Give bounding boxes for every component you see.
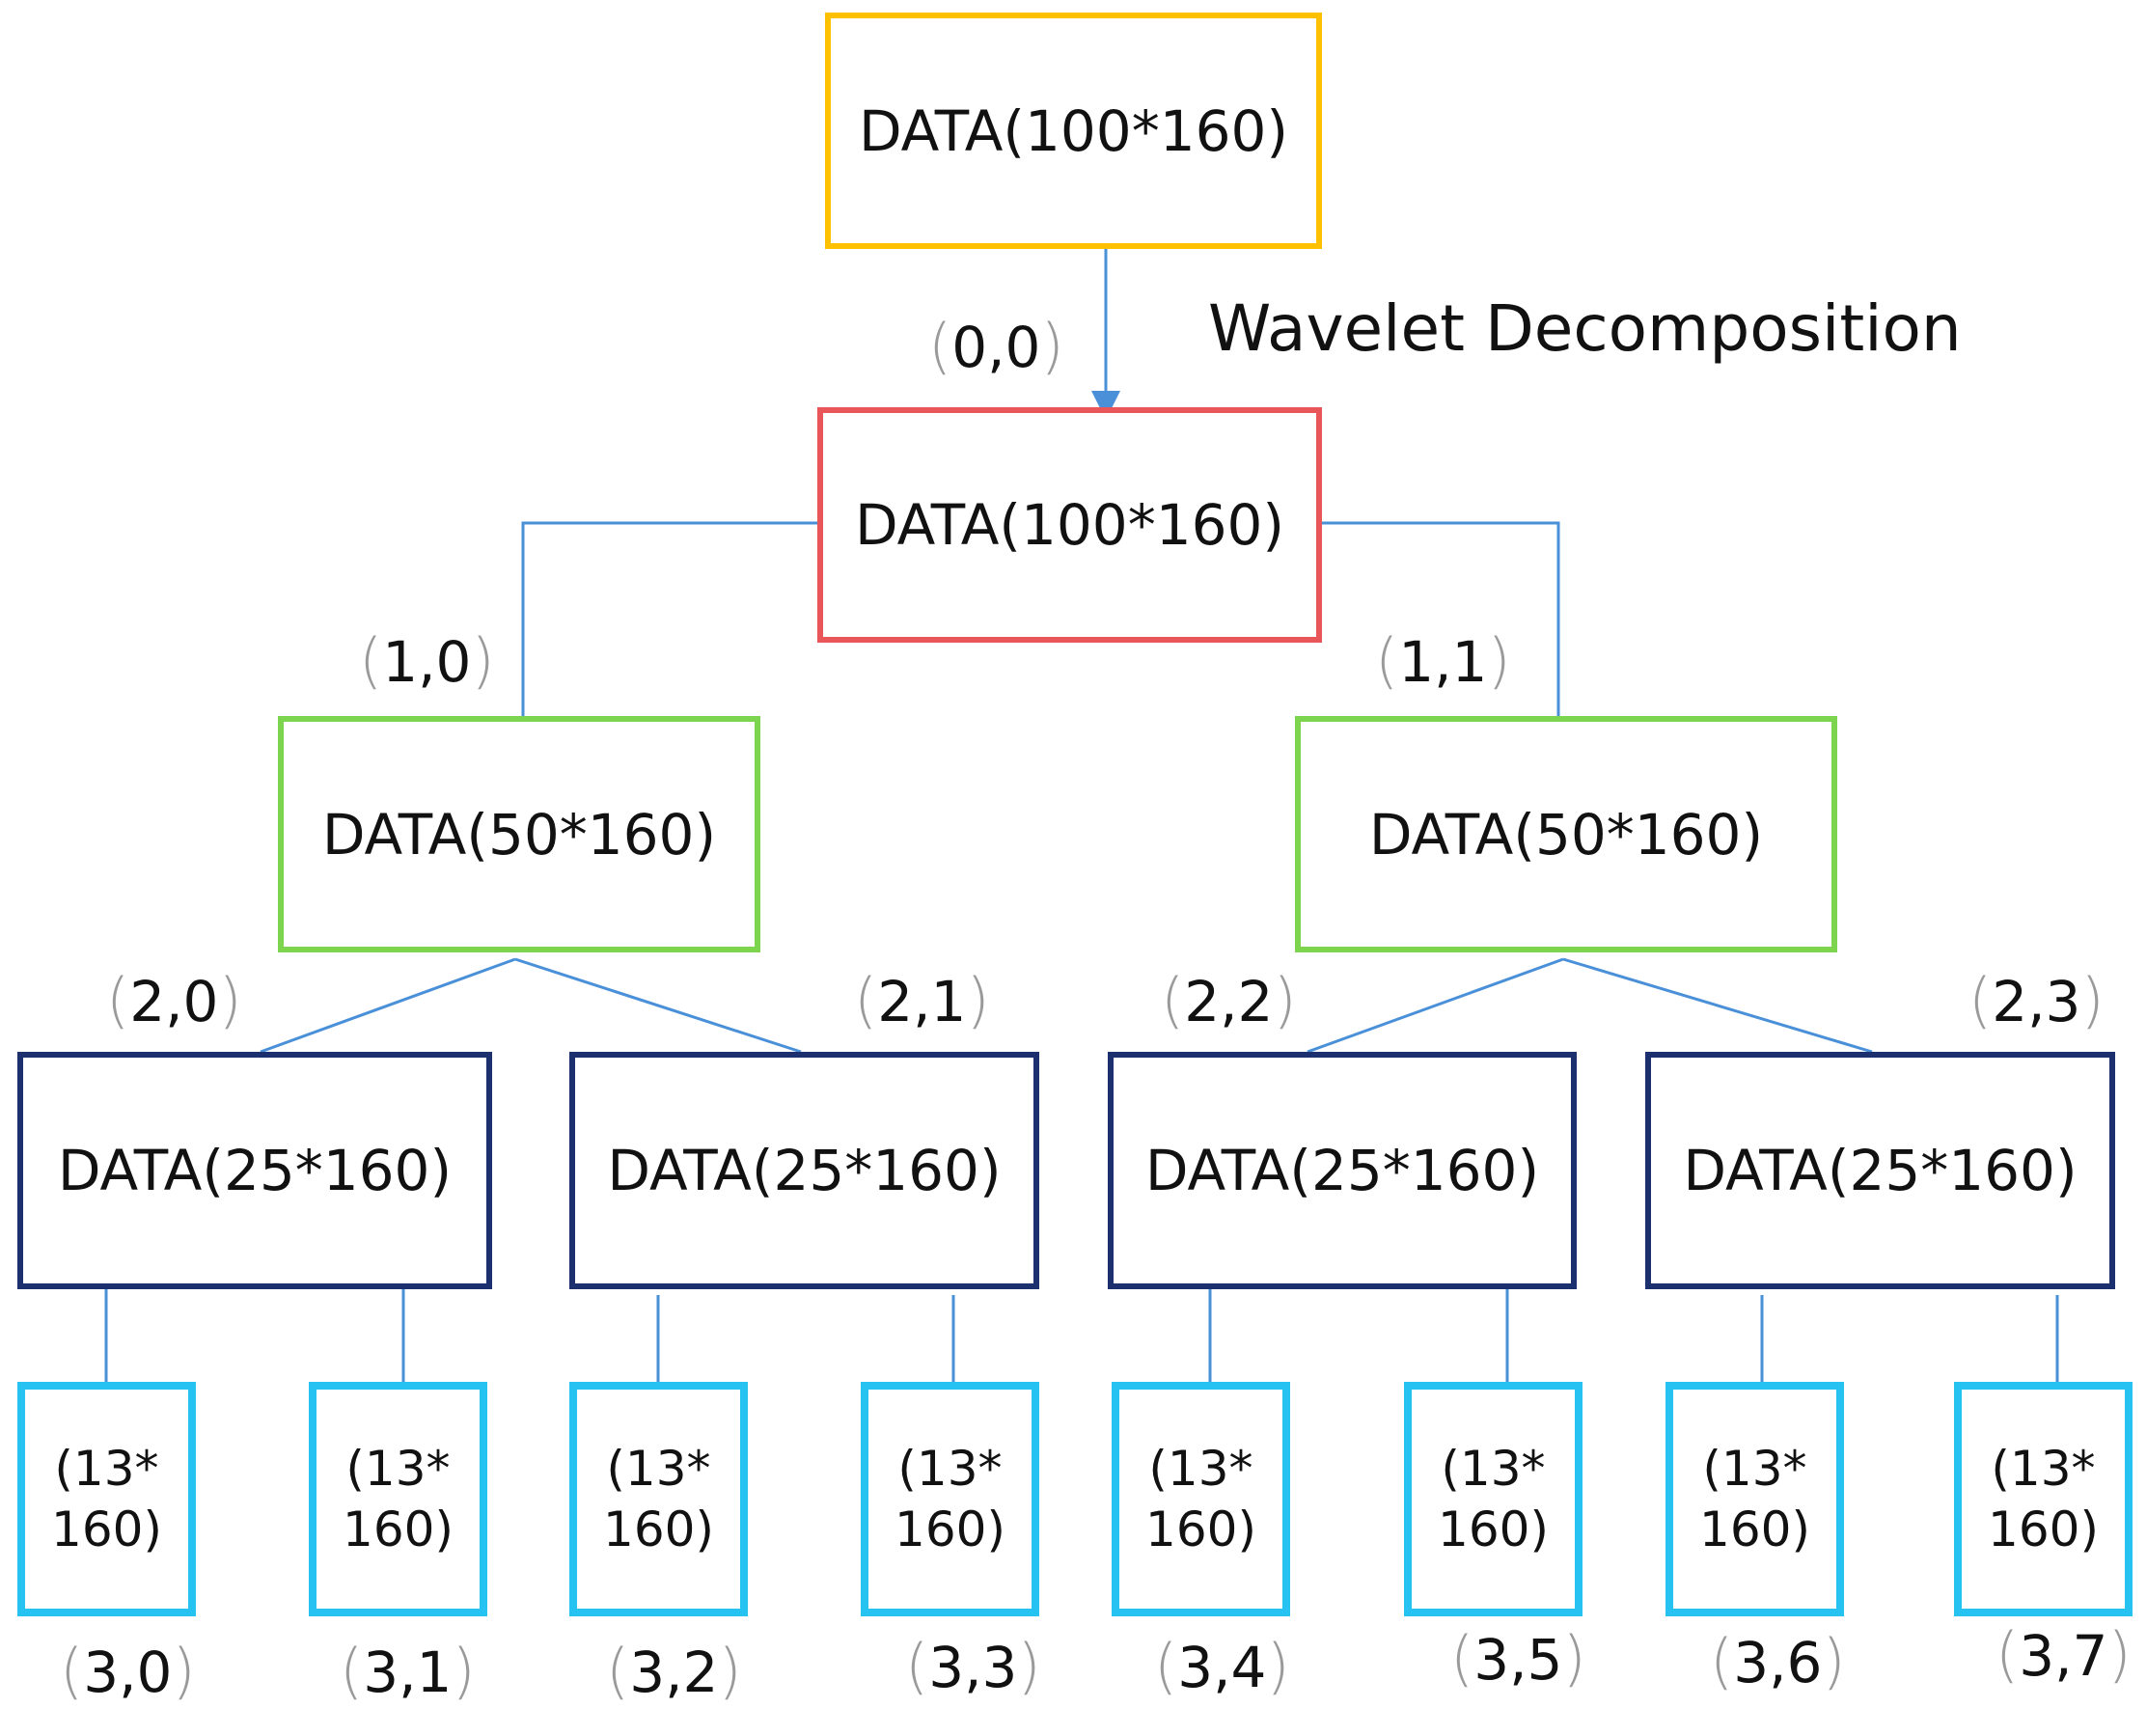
node-2-2-label: DATA(25*160) xyxy=(1144,1138,1540,1203)
coord-label-3-5: (3,5) xyxy=(1450,1623,1586,1694)
node-2-3-label: DATA(25*160) xyxy=(1683,1138,2078,1203)
node-2-3: DATA(25*160) xyxy=(1645,1052,2115,1289)
node-2-0: DATA(25*160) xyxy=(17,1052,492,1289)
node-3-0-line2: 160) xyxy=(51,1501,162,1557)
node-3-4-line2: 160) xyxy=(1145,1501,1256,1557)
node-3-0-line1: (13* xyxy=(54,1441,159,1497)
node-2-1: DATA(25*160) xyxy=(569,1052,1039,1289)
coord-label-1-1: (1,1) xyxy=(1375,625,1511,696)
edge-1-0-to-2-1 xyxy=(514,957,802,1054)
node-1-0: DATA(50*160) xyxy=(278,716,760,952)
node-0-0: DATA(100*160) xyxy=(817,407,1322,643)
node-3-5: (13* 160) xyxy=(1404,1382,1583,1616)
root-node: DATA(100*160) xyxy=(825,13,1322,249)
node-2-2: DATA(25*160) xyxy=(1108,1052,1577,1289)
coord-label-3-2: (3,2) xyxy=(606,1636,742,1706)
coord-label-1-0: (1,0) xyxy=(359,625,495,696)
coord-label-3-6: (3,6) xyxy=(1710,1626,1846,1696)
node-3-5-line1: (13* xyxy=(1441,1441,1546,1497)
coord-label-3-7: (3,7) xyxy=(1996,1619,2132,1690)
node-3-4: (13* 160) xyxy=(1112,1382,1290,1616)
coord-label-2-1: (2,1) xyxy=(854,965,990,1035)
node-3-2-line2: 160) xyxy=(603,1501,714,1557)
coord-label-2-2: (2,2) xyxy=(1161,965,1297,1035)
node-3-2: (13* 160) xyxy=(569,1382,748,1616)
coord-label-2-0: (2,0) xyxy=(106,965,242,1035)
node-3-0: (13* 160) xyxy=(17,1382,196,1616)
coord-label-3-0: (3,0) xyxy=(60,1636,196,1706)
node-3-2-line1: (13* xyxy=(606,1441,711,1497)
coord-label-3-1: (3,1) xyxy=(340,1636,476,1706)
node-3-3-line2: 160) xyxy=(895,1501,1005,1557)
root-node-label: DATA(100*160) xyxy=(858,97,1289,164)
node-3-7: (13* 160) xyxy=(1954,1382,2133,1616)
node-0-0-label: DATA(100*160) xyxy=(854,492,1285,558)
node-3-3-line1: (13* xyxy=(897,1441,1003,1497)
node-3-6-line1: (13* xyxy=(1702,1441,1807,1497)
node-3-7-line1: (13* xyxy=(1991,1441,2096,1497)
node-1-1: DATA(50*160) xyxy=(1295,716,1837,952)
edge-1-0-to-2-0 xyxy=(260,957,516,1054)
node-3-7-line2: 160) xyxy=(1988,1501,2099,1557)
node-3-3: (13* 160) xyxy=(861,1382,1039,1616)
node-3-1: (13* 160) xyxy=(309,1382,487,1616)
node-3-1-line1: (13* xyxy=(345,1441,451,1497)
node-3-5-line2: 160) xyxy=(1438,1501,1549,1557)
coord-label-2-3: (2,3) xyxy=(1968,965,2105,1035)
node-1-1-label: DATA(50*160) xyxy=(1368,801,1764,868)
node-3-6: (13* 160) xyxy=(1665,1382,1844,1616)
diagram-caption: Wavelet Decomposition xyxy=(1208,291,1962,366)
coord-label-3-3: (3,3) xyxy=(905,1631,1041,1701)
edge-1-1-to-2-2 xyxy=(1307,957,1564,1054)
node-2-1-label: DATA(25*160) xyxy=(607,1138,1002,1203)
edge-1-1-to-2-3 xyxy=(1562,957,1873,1054)
node-3-1-line2: 160) xyxy=(343,1501,454,1557)
node-2-0-label: DATA(25*160) xyxy=(57,1138,453,1203)
edge-0-0-to-1-1 xyxy=(1316,521,1560,716)
coord-label-0-0: (0,0) xyxy=(928,311,1064,381)
node-3-4-line1: (13* xyxy=(1148,1441,1253,1497)
edge-0-0-to-1-0 xyxy=(521,521,817,716)
coord-label-3-4: (3,4) xyxy=(1154,1631,1290,1701)
node-1-0-label: DATA(50*160) xyxy=(321,801,717,868)
node-3-6-line2: 160) xyxy=(1699,1501,1810,1557)
